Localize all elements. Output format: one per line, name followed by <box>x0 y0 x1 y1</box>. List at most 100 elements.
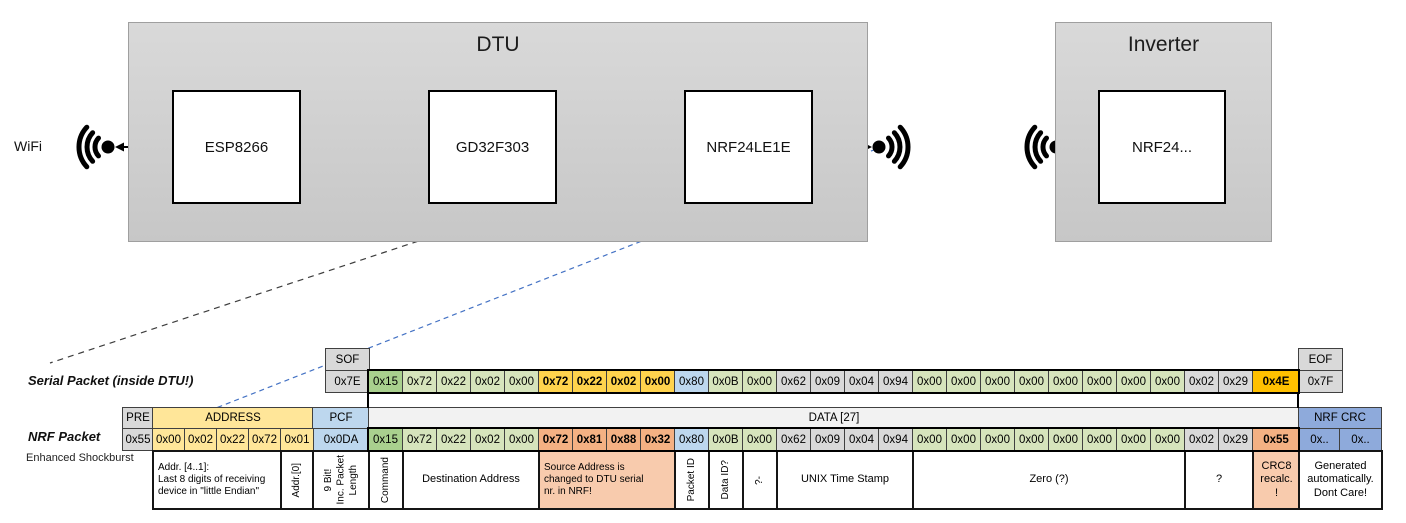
wifi-arc <box>886 135 895 159</box>
serial-byte-cell: 0x00 <box>742 370 777 393</box>
annotation-cell: Addr.[0] <box>280 450 315 510</box>
nrf-byte-cell: 0x80 <box>674 428 709 451</box>
annotation-cell: Command <box>368 450 404 510</box>
annotation-cell: Data ID? <box>708 450 744 510</box>
data-connector-left <box>367 392 369 408</box>
nrf-crc-header-cell: NRF CRC <box>1298 407 1382 429</box>
wifi-dot <box>101 140 115 154</box>
serial-byte-cell: 0x00 <box>1048 370 1083 393</box>
nrf-packet-label: NRF Packet <box>28 429 101 444</box>
serial-byte-cell: 0x02 <box>470 370 505 393</box>
annotation-text: Packet ID <box>685 458 697 502</box>
nrf-byte-cell: 0x00 <box>912 428 947 451</box>
annotation-cell: UNIX Time Stamp <box>776 450 914 510</box>
nrf-byte-cell: 0x00 <box>742 428 777 451</box>
wifi-arc <box>897 124 911 170</box>
pre-byte-cell: 0x55 <box>122 428 154 451</box>
eof-byte-cell: 0x7F <box>1298 370 1343 393</box>
nrf-byte-cell: 0x32 <box>640 428 675 451</box>
annotation-cell: Packet ID <box>674 450 710 510</box>
nrf-address-byte-cell: 0x00 <box>152 428 185 451</box>
serial-byte-cell: 0x09 <box>810 370 845 393</box>
serial-byte-cell: 0x15 <box>368 370 403 393</box>
serial-byte-cell: 0x22 <box>436 370 471 393</box>
wifi-arc <box>92 135 101 159</box>
serial-byte-cell: 0x02 <box>1184 370 1219 393</box>
wifi-arc <box>76 124 90 170</box>
annotation-cell: ? <box>1184 450 1254 510</box>
pcf-header-cell: PCF <box>312 407 370 429</box>
nrf-byte-cell: 0x88 <box>606 428 641 451</box>
annotation-cell: ?- <box>742 450 778 510</box>
nrf-byte-cell: 0x72 <box>402 428 437 451</box>
annotation-text: Addr. [4..1]: Last 8 digits of receiving… <box>158 461 266 498</box>
nrf-byte-cell: 0x00 <box>1014 428 1049 451</box>
annotation-cell: Generated automatically. Dont Care! <box>1298 450 1383 510</box>
dtu-title: DTU <box>476 33 520 56</box>
serial-byte-cell: 0x29 <box>1218 370 1253 393</box>
nrf-byte-cell: 0x55 <box>1252 428 1300 451</box>
nrf-byte-cell: 0x81 <box>572 428 607 451</box>
nrf-address-byte-cell: 0x01 <box>280 428 314 451</box>
nrf-byte-cell: 0x00 <box>946 428 981 451</box>
annotation-text: UNIX Time Stamp <box>800 473 890 486</box>
wifi-icon-right <box>872 124 911 170</box>
nrf-byte-cell: 0x29 <box>1218 428 1253 451</box>
annotation-text: Destination Address <box>422 473 520 486</box>
inverter-title: Inverter <box>1127 33 1200 56</box>
sof-header-cell: SOF <box>325 348 370 371</box>
nrf-byte-cell: 0x62 <box>776 428 811 451</box>
nrf-byte-cell: 0x00 <box>1116 428 1151 451</box>
serial-byte-cell: 0x00 <box>1116 370 1151 393</box>
annotation-text: Addr.[0] <box>291 462 303 498</box>
address-header-cell: ADDRESS <box>152 407 314 429</box>
annotation-cell: Destination Address <box>402 450 540 510</box>
wifi-label: WiFi <box>14 138 42 154</box>
annotation-cell: Zero (?) <box>912 450 1186 510</box>
nrf-byte-cell: 0x00 <box>1082 428 1117 451</box>
serial-byte-cell: 0x00 <box>946 370 981 393</box>
nrf-byte-cell: 0x04 <box>844 428 879 451</box>
serial-byte-cell: 0x04 <box>844 370 879 393</box>
nrf24-inverter-box: NRF24... <box>1098 90 1226 204</box>
serial-byte-cell: 0x94 <box>878 370 913 393</box>
nrf-byte-cell: 0x00 <box>1150 428 1185 451</box>
nrf-byte-cell: 0x02 <box>470 428 505 451</box>
data-header-cell: DATA [27] <box>368 407 1300 429</box>
pre-header-cell: PRE <box>122 407 154 429</box>
wifi-arc <box>1024 124 1038 170</box>
annotation-text: Data ID? <box>719 460 731 500</box>
serial-byte-cell: 0x62 <box>776 370 811 393</box>
serial-packet-label: Serial Packet (inside DTU!) <box>28 373 194 388</box>
nrf-byte-cell: 0x94 <box>878 428 913 451</box>
annotation-text: ? <box>1215 473 1223 486</box>
serial-byte-cell: 0x00 <box>980 370 1015 393</box>
nrf-crc-byte-cell: 0x.. <box>1339 428 1382 451</box>
nrf-crc-byte-cell: 0x.. <box>1298 428 1341 451</box>
serial-byte-cell: 0x00 <box>640 370 675 393</box>
nrf-byte-cell: 0x00 <box>504 428 539 451</box>
serial-byte-cell: 0x4E <box>1252 370 1300 393</box>
esp8266-box: ESP8266 <box>172 90 301 204</box>
nrf-byte-cell: 0x09 <box>810 428 845 451</box>
wifi-arc <box>891 130 903 164</box>
nrf-byte-cell: 0x00 <box>1048 428 1083 451</box>
wifi-arc <box>84 130 96 164</box>
serial-byte-cell: 0x80 <box>674 370 709 393</box>
eof-header-cell: EOF <box>1298 348 1343 371</box>
serial-byte-cell: 0x00 <box>1014 370 1049 393</box>
pcf-byte-cell: 0x0DA <box>312 428 370 451</box>
nrf-byte-cell: 0x22 <box>436 428 471 451</box>
annotation-cell: CRC8 recalc. ! <box>1252 450 1301 510</box>
serial-byte-cell: 0x00 <box>912 370 947 393</box>
serial-byte-cell: 0x02 <box>606 370 641 393</box>
serial-byte-cell: 0x00 <box>504 370 539 393</box>
annotation-cell: Source Address is changed to DTU serial … <box>538 450 676 510</box>
annotation-text: Source Address is changed to DTU serial … <box>544 461 644 498</box>
nrf-byte-cell: 0x0B <box>708 428 743 451</box>
serial-byte-cell: 0x0B <box>708 370 743 393</box>
annotation-cell: 9 Bit! Inc. Packet Length <box>312 450 371 510</box>
serial-byte-cell: 0x72 <box>402 370 437 393</box>
nrf-address-byte-cell: 0x72 <box>248 428 281 451</box>
